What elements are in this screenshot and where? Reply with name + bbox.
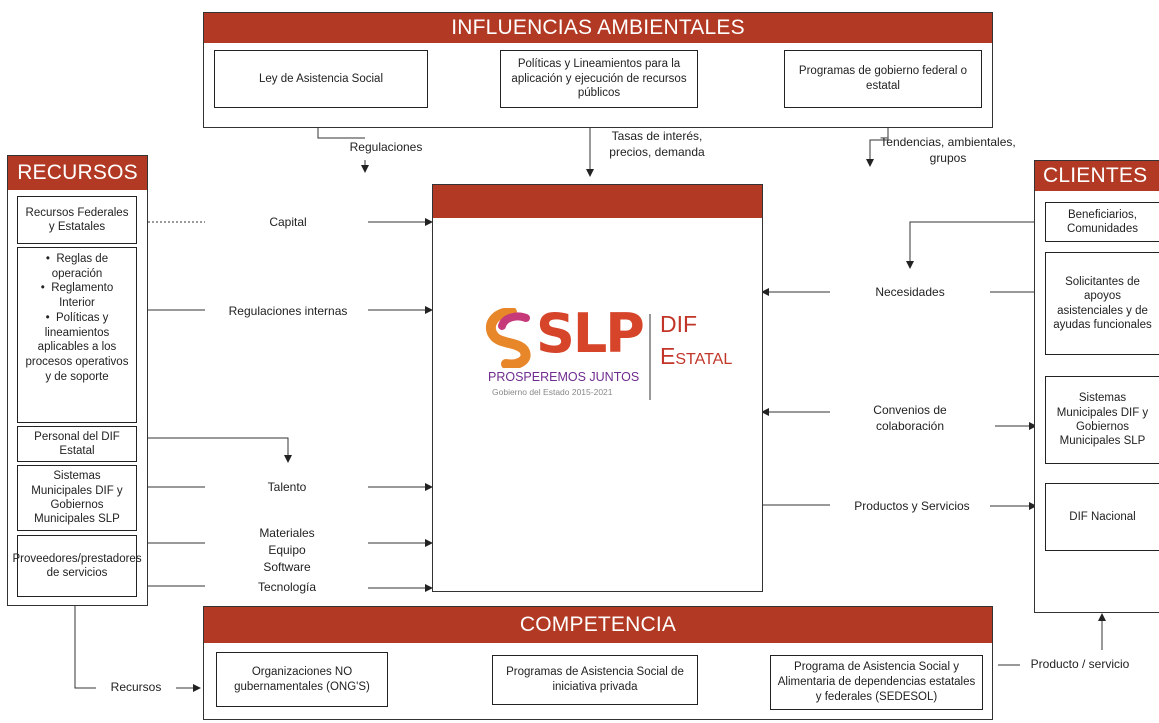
competencia-title: COMPETENCIA [204, 607, 992, 643]
slogan-text: PROSPEREMOS JUNTOS [488, 370, 640, 384]
recursos-bottom-line [74, 605, 96, 689]
influencias-title: INFLUENCIAS AMBIENTALES [204, 13, 992, 43]
competencia-box-sedesol: Programa de Asistencia Social y Alimenta… [770, 655, 983, 710]
recurso-proveedores: Proveedores/prestadores de servicios [12, 535, 142, 597]
label-regulaciones: Regulaciones [349, 140, 423, 154]
logo-divider [649, 314, 651, 400]
dif-text: DIF [660, 311, 698, 337]
slp-logo: SLP PROSPEREMOS JUNTOS Gobierno del Esta… [482, 300, 645, 410]
label-recursos: Recursos [110, 680, 162, 694]
influencia-box-politicas: Políticas y Lineamientos para la aplicac… [500, 50, 698, 108]
recurso-regulaciones-list: • Reglas de operación • Reglamento Inter… [17, 247, 137, 423]
recurso-federales: Recursos Federales y Estatales [17, 196, 137, 244]
cliente-sistemas: Sistemas Municipales DIF y Gobiernos Mun… [1045, 376, 1159, 464]
cliente-solicitantes: Solicitantes de apoyos asistenciales y d… [1045, 252, 1159, 355]
influencia-box-programas: Programas de gobierno federal o estatal [784, 50, 982, 108]
gobierno-text: Gobierno del Estado 2015-2021 [492, 387, 613, 397]
label-tendencias: Tendencias, ambientales, grupos [880, 135, 1016, 165]
competencia-box-ong: Organizaciones NO gubernamentales (ONG'S… [216, 652, 388, 707]
beneficiarios-arrow [906, 221, 1035, 269]
bullet-item: • Políticas y lineamientos aplicables a … [25, 311, 129, 383]
slp-logo-mark-icon [485, 308, 531, 368]
center-panel [432, 184, 763, 592]
bullet-text: Reglamento Interior [51, 282, 114, 310]
label-producto-servicio: Producto / servicio [1030, 657, 1130, 671]
flow-materiales: Materiales Equipo Software [259, 526, 315, 574]
center-band [433, 185, 762, 218]
bullet-item: • Reglas de operación [45, 253, 109, 280]
flow-convenios: Convenios de colaboración [873, 403, 947, 433]
recurso-sistemas: Sistemas Municipales DIF y Gobiernos Mun… [17, 465, 137, 531]
competencia-box-privada: Programas de Asistencia Social de inicia… [492, 655, 698, 705]
cliente-dif-nacional: DIF Nacional [1045, 483, 1159, 551]
bullet-item: • Reglamento Interior [40, 282, 114, 310]
flow-necesidades: Necesidades [875, 285, 945, 299]
slp-logo-text: SLP [536, 302, 645, 365]
flow-capital: Capital [269, 215, 307, 229]
flow-tecnologia: Tecnología [257, 580, 317, 594]
influencia-box-ley: Ley de Asistencia Social [214, 50, 428, 108]
cliente-beneficiarios: Beneficiarios, Comunidades [1045, 202, 1159, 242]
label-tasas: Tasas de interés, precios, demanda [609, 129, 705, 159]
personal-arrow [148, 437, 292, 463]
bullet-text: Reglas de operación [51, 253, 109, 280]
bullet-text: Políticas y lineamientos aplicables a lo… [25, 311, 129, 383]
flow-productos: Productos y Servicios [854, 499, 970, 513]
flow-regulaciones-internas: Regulaciones internas [228, 304, 348, 318]
clientes-title: CLIENTES [1035, 161, 1159, 191]
estatal-text: Estatal [660, 343, 733, 369]
recurso-personal: Personal del DIF Estatal [17, 426, 137, 462]
recursos-title: RECURSOS [8, 156, 147, 190]
flow-talento: Talento [267, 480, 307, 494]
